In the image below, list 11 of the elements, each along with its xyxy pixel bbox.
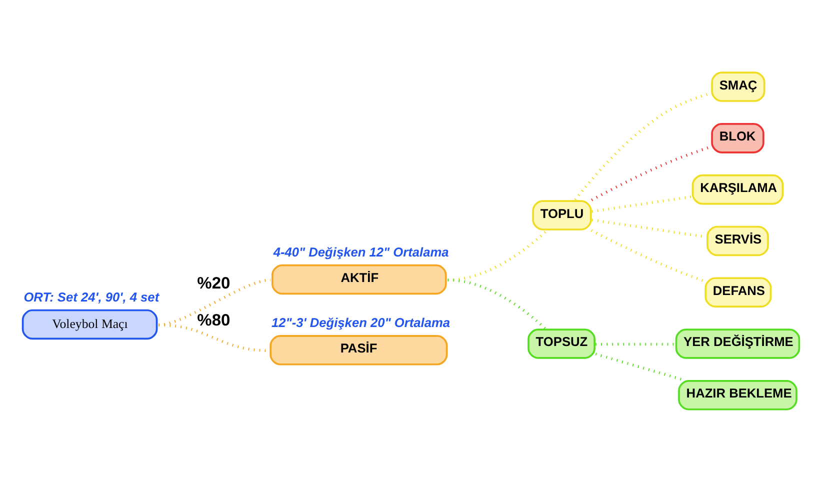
connector — [591, 145, 712, 202]
connector — [448, 278, 546, 330]
connector — [574, 92, 712, 201]
connector — [592, 195, 692, 213]
edge-label: %80 — [197, 311, 230, 330]
connector — [595, 352, 684, 382]
edge-label: %20 — [197, 274, 230, 293]
node-label: 12"-3' Değişken 20" Ortalama — [272, 314, 450, 330]
node-label: ORT: Set 24', 90', 4 set — [24, 289, 160, 304]
connector — [590, 229, 706, 283]
node-label: 4-40" Değişken 12" Ortalama — [273, 244, 449, 260]
